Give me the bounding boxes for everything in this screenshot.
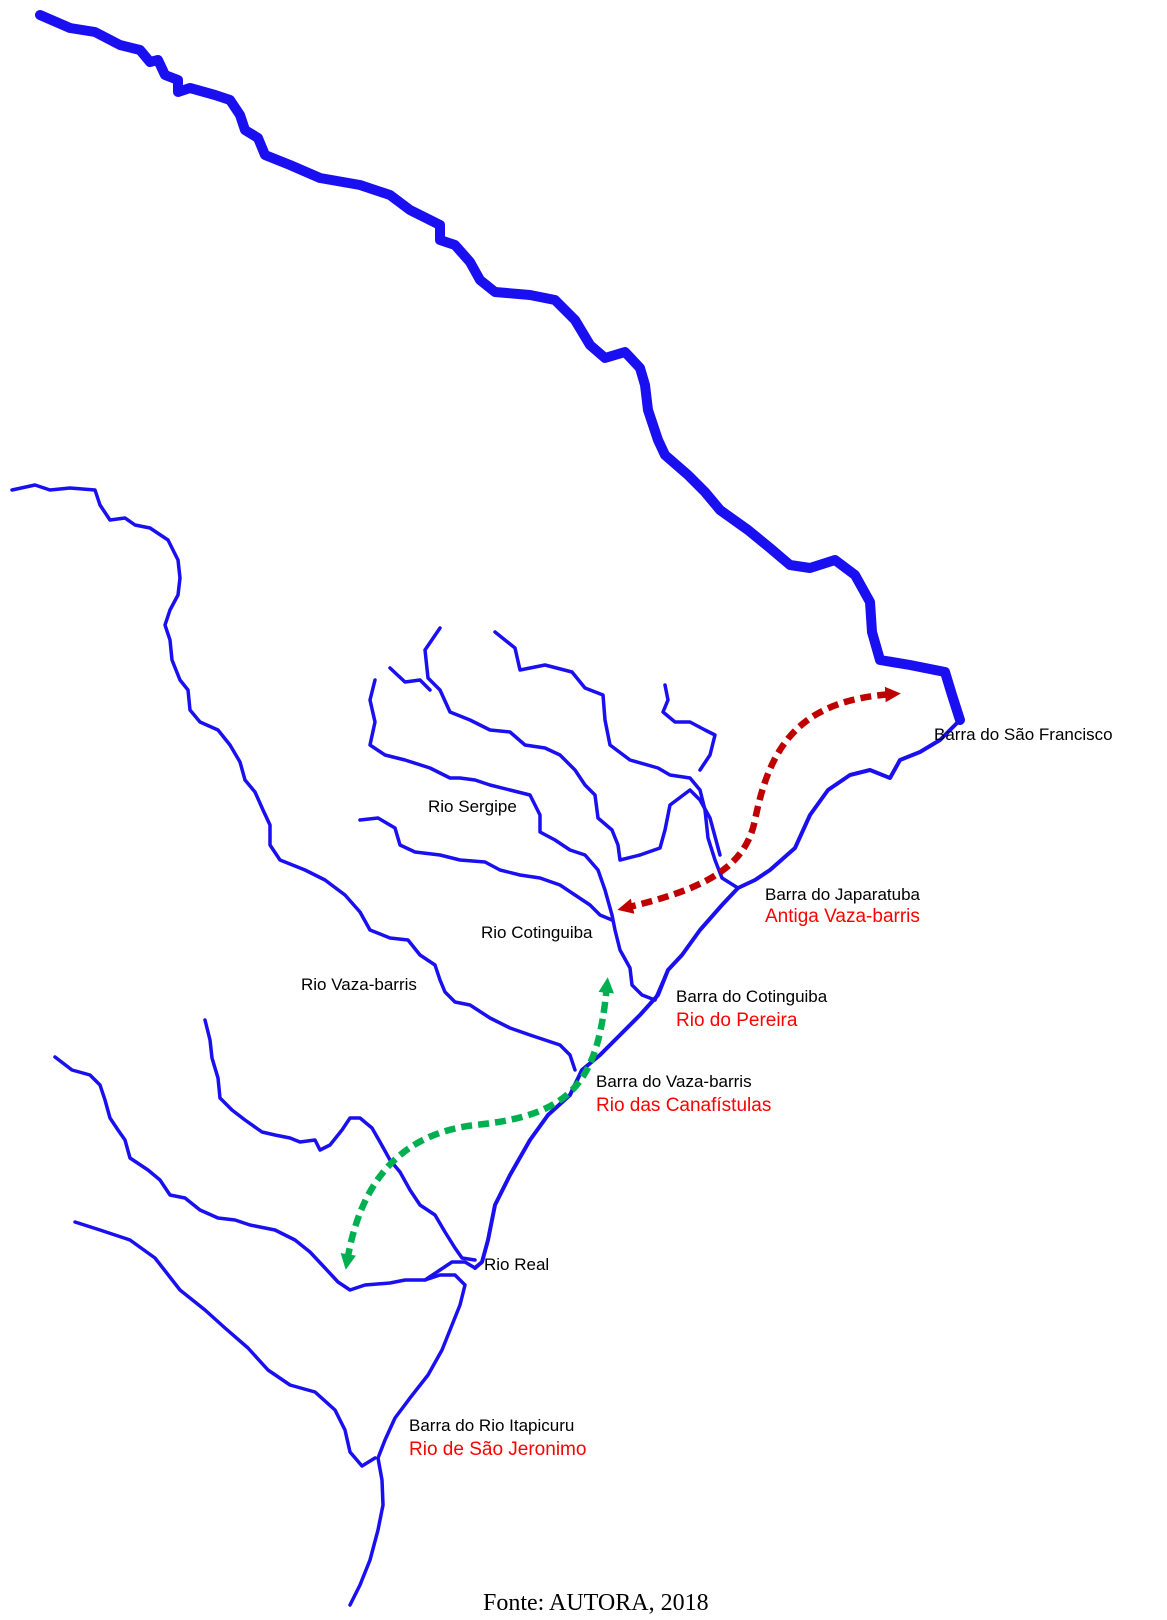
rio-sergipe-line xyxy=(368,678,670,1002)
rio-japaratuba-branch-2 xyxy=(423,626,722,862)
rio-itapicuru-north-branch xyxy=(73,1220,377,1468)
green-dashed-double-arrow xyxy=(340,977,615,1270)
label-barra-itapicuru: Barra do Rio Itapicuru xyxy=(409,1416,574,1435)
label-rio-de-sao-jeronimo: Rio de São Jeronimo xyxy=(409,1439,586,1460)
label-antiga-vaza-barris: Antiga Vaza-barris xyxy=(765,906,920,927)
label-rio-vaza-barris: Rio Vaza-barris xyxy=(301,975,417,994)
rio-sao-francisco-line xyxy=(35,10,965,725)
rio-vaza-barris-line xyxy=(10,483,577,1072)
source-caption: Fonte: AUTORA, 2018 xyxy=(483,1590,709,1616)
rio-japaratuba-line xyxy=(493,630,740,890)
label-rio-das-canafistulas: Rio das Canafístulas xyxy=(596,1095,771,1116)
rio-japaratuba-branch-3 xyxy=(388,666,432,692)
label-rio-cotinguiba: Rio Cotinguiba xyxy=(481,923,593,942)
label-rio-real: Rio Real xyxy=(484,1255,549,1274)
rio-japaratuba-branch xyxy=(661,683,717,772)
label-barra-vaza-barris: Barra do Vaza-barris xyxy=(596,1072,752,1091)
label-barra-cotinguiba: Barra do Cotinguiba xyxy=(676,987,828,1006)
label-rio-do-pereira: Rio do Pereira xyxy=(676,1010,798,1031)
label-rio-sergipe: Rio Sergipe xyxy=(428,797,517,816)
rio-cotinguiba-line xyxy=(358,816,614,922)
label-barra-japaratuba: Barra do Japaratuba xyxy=(765,885,921,904)
rio-real-branch xyxy=(53,1055,477,1292)
rio-itapicuru-line xyxy=(348,1273,467,1607)
label-barra-sao-francisco: Barra do São Francisco xyxy=(934,725,1113,744)
